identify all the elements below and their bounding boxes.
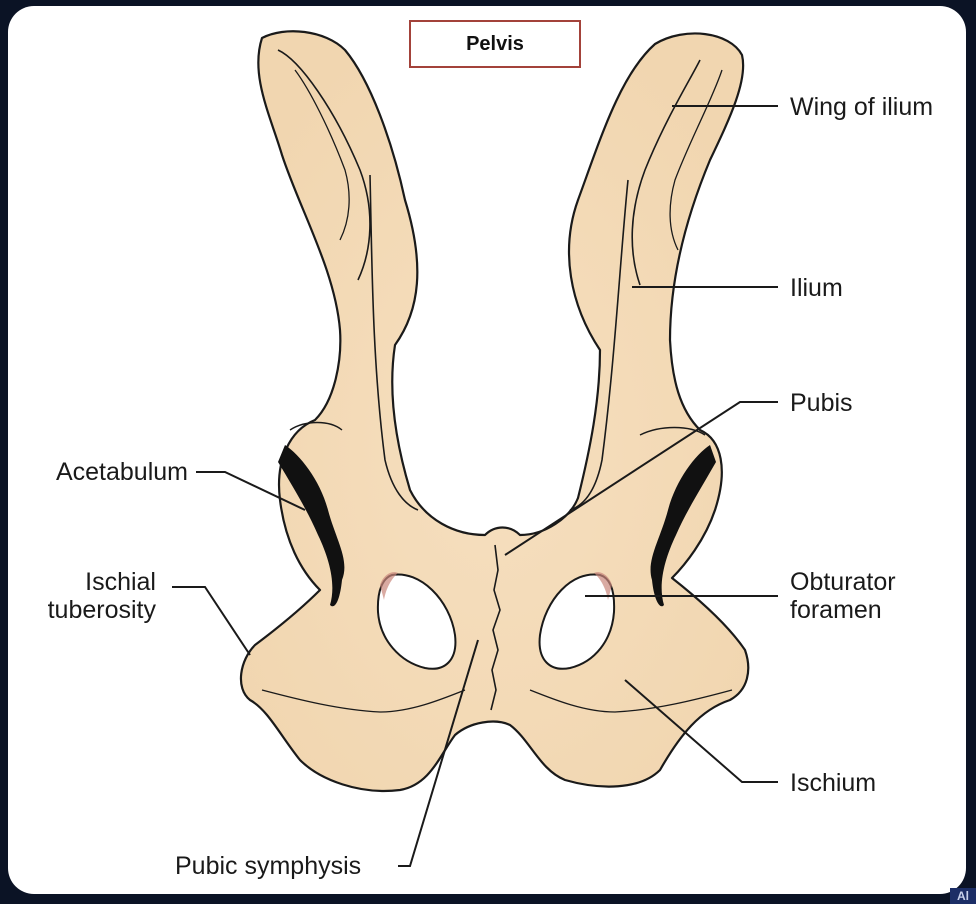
leader-pubis [504,401,778,556]
leader-pubic-symphysis [398,639,479,867]
left-ischium-contour [261,689,466,713]
label-pubis: Pubis [790,389,853,417]
right-wing-contour [631,59,701,286]
leader-ischial-tuberosity [172,586,251,656]
label-acetabulum: Acetabulum [55,458,188,486]
right-acetabulum-crescent [650,445,716,607]
diagram-title: Pelvis [409,20,581,68]
right-wing-contour-inner [669,69,723,251]
left-obturator-foramen [376,573,457,670]
right-ilium-shaft-line [569,179,629,511]
diagram-frame [8,6,966,894]
label-ilium: Ilium [790,274,843,302]
leader-acetabulum [196,471,306,511]
left-foramen-tint [380,572,398,600]
leader-lines [172,105,778,867]
left-wing-contour [277,49,371,281]
right-foramen-tint [594,572,612,600]
label-wing-of-ilium: Wing of ilium [790,93,934,121]
left-acetabulum-crescent [278,445,345,607]
label-ischial-tuberosity-line2: tuberosity [47,596,156,624]
corner-mark: Al [950,888,976,904]
label-pubic-symphysis: Pubic symphysis [175,852,362,880]
leader-ischium [624,679,778,783]
label-obturator-foramen-line1: Obturator [790,568,896,596]
right-ischium-contour [529,689,733,713]
right-obturator-foramen [538,573,616,670]
pubic-symphysis-seam [490,544,501,711]
label-ischial-tuberosity-line1: Ischial [85,568,156,596]
left-ilium-edge [289,421,343,431]
right-ilium-edge [639,426,706,436]
left-wing-contour-inner [294,69,350,241]
label-obturator-foramen-line2: foramen [790,596,882,624]
left-ilium-shaft-line [369,174,419,511]
label-ischium: Ischium [790,769,877,797]
pelvis-bone [239,30,750,792]
